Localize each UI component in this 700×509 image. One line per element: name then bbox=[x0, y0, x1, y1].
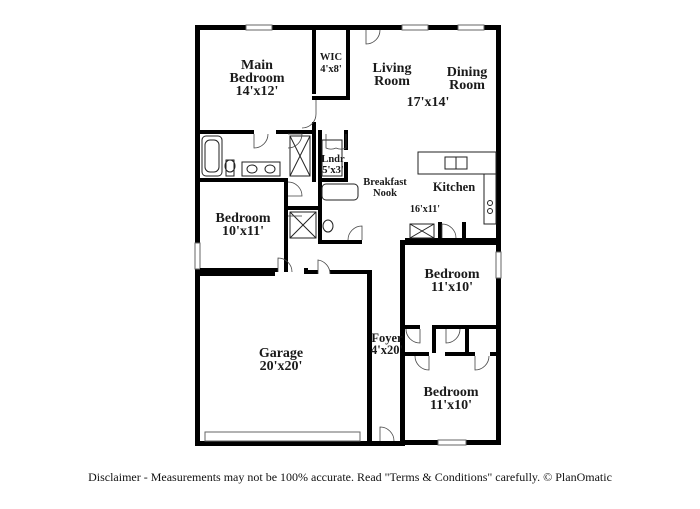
main-bedroom-label-line2: Bedroom bbox=[230, 71, 285, 86]
room-labels: Main Bedroom 14'x12' WIC 4'x8' Living Ro… bbox=[216, 52, 488, 413]
wic-size: 4'x8' bbox=[320, 64, 342, 75]
disclaimer-text: Disclaimer - Measurements may not be 100… bbox=[88, 470, 612, 484]
door-swings bbox=[253, 29, 490, 442]
foyer-size: 4'x20' bbox=[371, 343, 403, 357]
bedroom-east-upper-size: 11'x10' bbox=[431, 280, 473, 295]
dining-room-label-line2: Room bbox=[449, 78, 485, 93]
laundry-label: Lndr bbox=[321, 154, 345, 165]
living-dining-size: 17'x14' bbox=[407, 95, 450, 110]
fixtures bbox=[201, 135, 497, 239]
main-bedroom-size: 14'x12' bbox=[236, 84, 279, 99]
bedroom-east-upper-label: Bedroom bbox=[425, 267, 480, 282]
garage-label: Garage bbox=[259, 346, 303, 361]
kitchen-label: Kitchen bbox=[433, 180, 475, 194]
laundry-size: 5'x3' bbox=[322, 165, 344, 176]
foyer-label: Foyer bbox=[371, 331, 403, 345]
breakfast-nook-label-line1: Breakfast bbox=[363, 177, 407, 188]
wic-label: WIC bbox=[320, 52, 342, 63]
bedroom-east-lower-size: 11'x10' bbox=[430, 398, 472, 413]
dining-room-label-line1: Dining bbox=[447, 65, 487, 80]
breakfast-nook-label-line2: Nook bbox=[373, 188, 397, 199]
main-bedroom-label-line1: Main bbox=[241, 58, 273, 73]
bedroom-west-label: Bedroom bbox=[216, 211, 271, 226]
windows bbox=[194, 24, 502, 446]
kitchen-size: 16'x11' bbox=[410, 204, 440, 215]
living-room-label-line1: Living bbox=[373, 61, 412, 76]
bedroom-west-size: 10'x11' bbox=[222, 224, 264, 239]
living-room-label-line2: Room bbox=[374, 74, 410, 89]
bedroom-east-lower-label: Bedroom bbox=[424, 385, 479, 400]
garage-size: 20'x20' bbox=[260, 359, 303, 374]
